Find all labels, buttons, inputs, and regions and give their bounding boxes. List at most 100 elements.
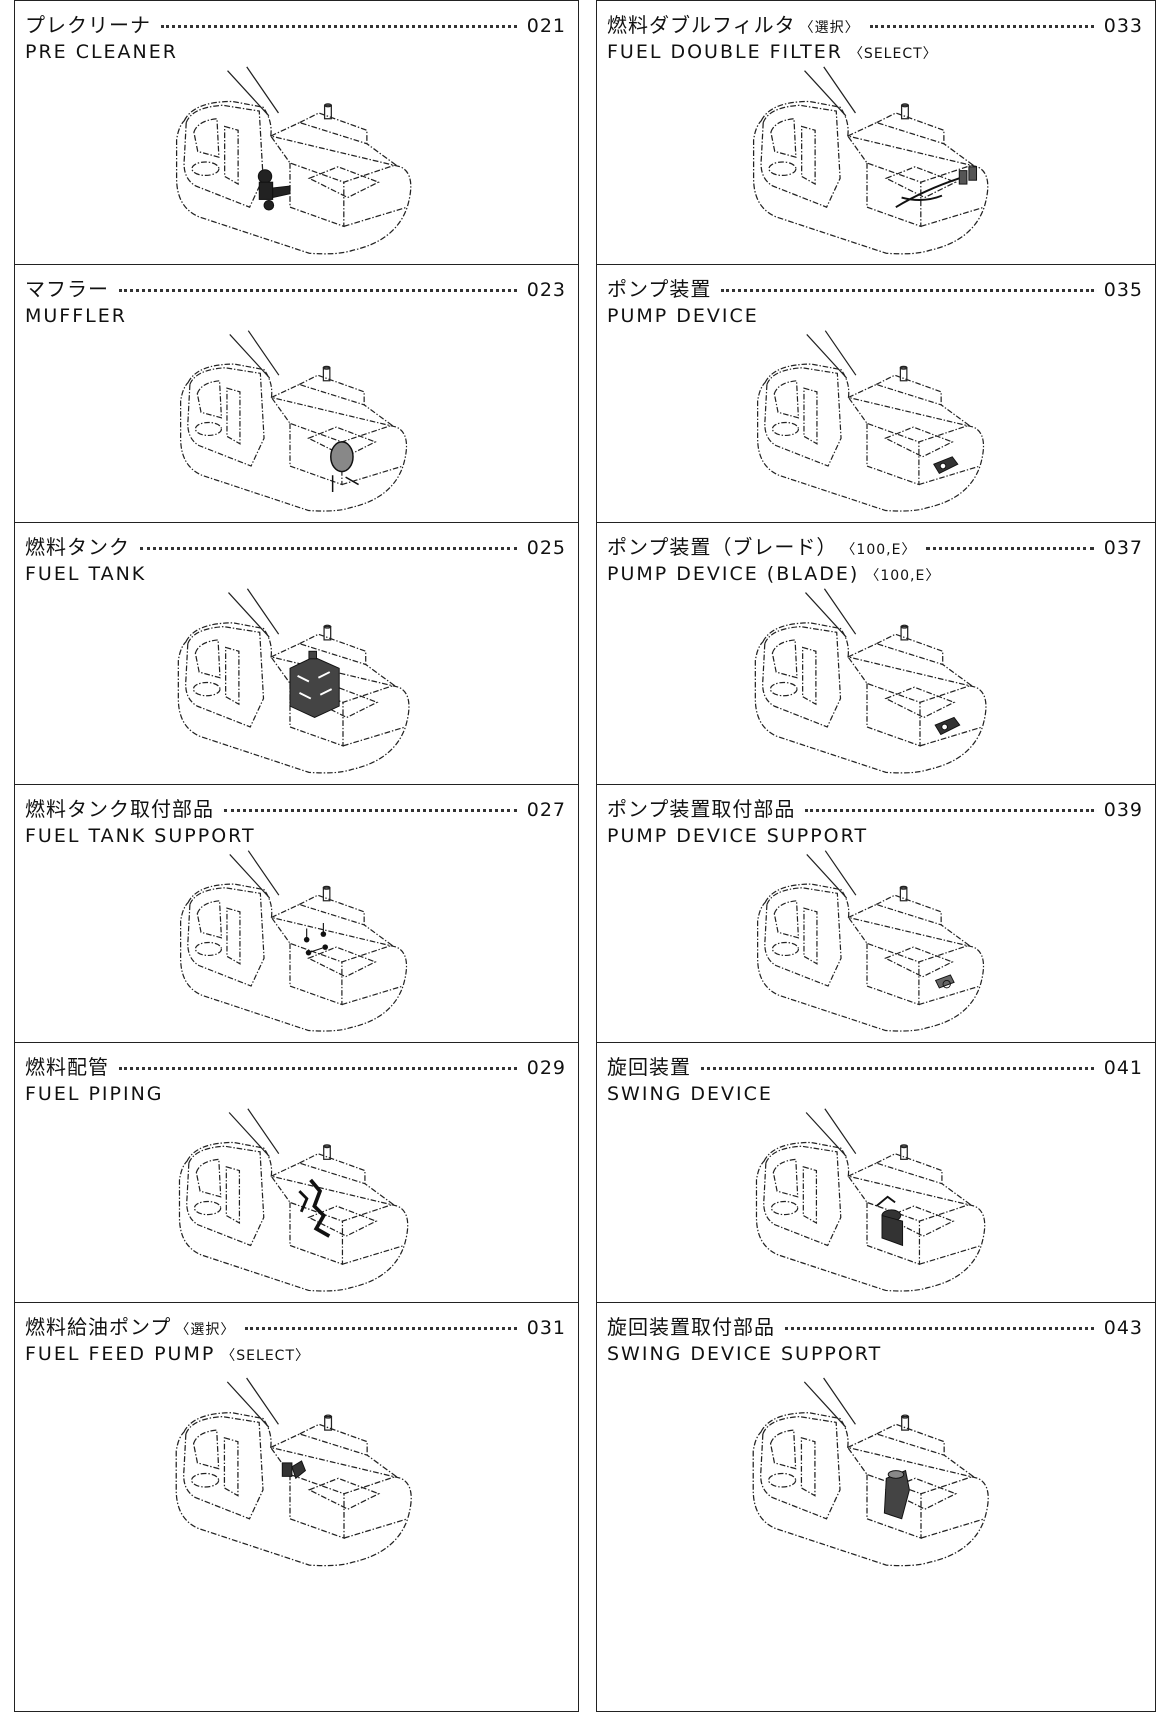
excavator-diagram [175, 66, 412, 255]
section-heading: 燃料給油ポンプ〈選択〉 031 [25, 1311, 566, 1340]
page-number: 031 [526, 1317, 566, 1339]
section-title-jp: 燃料ダブルフィルタ [607, 13, 796, 37]
dot-leader [785, 1323, 1094, 1330]
section-title-en: FUEL TANK [25, 563, 146, 585]
section-title-en: PUMP DEVICE (BLADE)〈100,E〉 [607, 563, 940, 585]
section-title-en: PUMP DEVICE [607, 305, 759, 327]
section-title-en: SWING DEVICE SUPPORT [607, 1343, 882, 1365]
excavator-diagram [755, 1108, 986, 1292]
section-heading: 旋回装置 041 [607, 1051, 1143, 1080]
section-title-en-note: 〈SELECT〉 [221, 1348, 311, 1364]
excavator-diagram [175, 1377, 412, 1567]
excavator-diagram [180, 850, 408, 1032]
excavator-diagram [757, 330, 985, 512]
section-title-jp: ポンプ装置 [607, 277, 712, 301]
dot-leader [245, 1323, 517, 1330]
dot-leader [869, 21, 1094, 28]
section-heading: 旋回装置取付部品 043 [607, 1311, 1143, 1340]
dot-leader [140, 543, 517, 550]
page-number: 037 [1103, 537, 1143, 559]
page-number: 041 [1103, 1057, 1143, 1079]
dot-leader [805, 805, 1094, 812]
section-title-en-text: FUEL PIPING [25, 1083, 164, 1105]
section-title-en-text: PUMP DEVICE (BLADE) [607, 563, 860, 585]
section-title-en-text: PRE CLEANER [25, 41, 178, 63]
section-heading: 燃料配管 029 [25, 1051, 566, 1080]
section-heading: ポンプ装置取付部品 039 [607, 793, 1143, 822]
section-title-jp: 燃料タンク [25, 535, 130, 559]
page-number: 029 [526, 1057, 566, 1079]
section-title-en: PRE CLEANER [25, 41, 178, 63]
section-title-en-text: FUEL TANK [25, 563, 147, 585]
dot-leader [926, 543, 1094, 550]
excavator-diagram [754, 588, 987, 774]
page-number: 033 [1103, 15, 1143, 37]
dot-leader [224, 805, 517, 812]
page-number: 035 [1103, 279, 1143, 301]
section-title-jp: 燃料配管 [25, 1055, 109, 1079]
page-number: 027 [526, 799, 566, 821]
section-heading: 燃料タンク 025 [25, 531, 566, 560]
section-heading: ポンプ装置 035 [607, 273, 1143, 302]
dot-leader [119, 1063, 517, 1070]
section-title-en: FUEL TANK SUPPORT [25, 825, 256, 847]
dot-leader [161, 21, 517, 28]
section-title-jp: 燃料給油ポンプ [25, 1315, 172, 1339]
section-title-jp: マフラー [25, 277, 109, 301]
section-title-jp: 燃料タンク取付部品 [25, 797, 214, 821]
section-title-jp: 旋回装置取付部品 [607, 1315, 775, 1339]
excavator-diagram [752, 66, 989, 255]
section-title-jp-note: 〈選択〉 [175, 1322, 236, 1338]
page-number: 023 [526, 279, 566, 301]
page-number: 021 [526, 15, 566, 37]
dot-leader [119, 285, 517, 292]
section-title-en: PUMP DEVICE SUPPORT [607, 825, 868, 847]
page-number: 039 [1103, 799, 1143, 821]
section-heading: マフラー 023 [25, 273, 566, 302]
section-title-jp: プレクリーナ [25, 13, 151, 37]
section-title-jp: 旋回装置 [607, 1055, 691, 1079]
page-number: 025 [526, 537, 566, 559]
section-title-en: FUEL PIPING [25, 1083, 164, 1105]
excavator-diagram [752, 1377, 989, 1567]
section-title-en-text: PUMP DEVICE [607, 305, 759, 327]
page-number: 043 [1103, 1317, 1143, 1339]
section-title-en-text: SWING DEVICE [607, 1083, 773, 1105]
section-title-jp: ポンプ装置（ブレード） [607, 535, 838, 559]
section-title-en-text: MUFFLER [25, 305, 127, 327]
section-title-en-text: FUEL DOUBLE FILTER [607, 41, 843, 63]
excavator-diagram [178, 1108, 409, 1292]
dot-leader [721, 285, 1094, 292]
section-title-jp: ポンプ装置取付部品 [607, 797, 796, 821]
section-title-en-text: FUEL FEED PUMP [25, 1343, 216, 1365]
section-heading: プレクリーナ 021 [25, 9, 566, 38]
section-title-en-text: FUEL TANK SUPPORT [25, 825, 256, 847]
section-title-en-note: 〈SELECT〉 [848, 46, 938, 62]
excavator-diagram [177, 588, 410, 774]
section-title-en: FUEL DOUBLE FILTER 〈SELECT〉 [607, 41, 938, 63]
section-heading: 燃料ダブルフィルタ〈選択〉 033 [607, 9, 1143, 38]
section-title-en: SWING DEVICE [607, 1083, 773, 1105]
section-heading: ポンプ装置（ブレード）〈100,E〉 037 [607, 531, 1143, 560]
excavator-diagram [757, 850, 985, 1032]
section-title-en: FUEL FEED PUMP 〈SELECT〉 [25, 1343, 310, 1365]
section-title-jp-note: 〈選択〉 [799, 20, 860, 36]
section-title-jp-note: 〈100,E〉 [841, 542, 917, 558]
excavator-diagram [180, 330, 408, 512]
section-title-en: MUFFLER [25, 305, 127, 327]
section-title-en-text: SWING DEVICE SUPPORT [607, 1343, 883, 1365]
section-title-en-text: PUMP DEVICE SUPPORT [607, 825, 869, 847]
dot-leader [701, 1063, 1094, 1070]
